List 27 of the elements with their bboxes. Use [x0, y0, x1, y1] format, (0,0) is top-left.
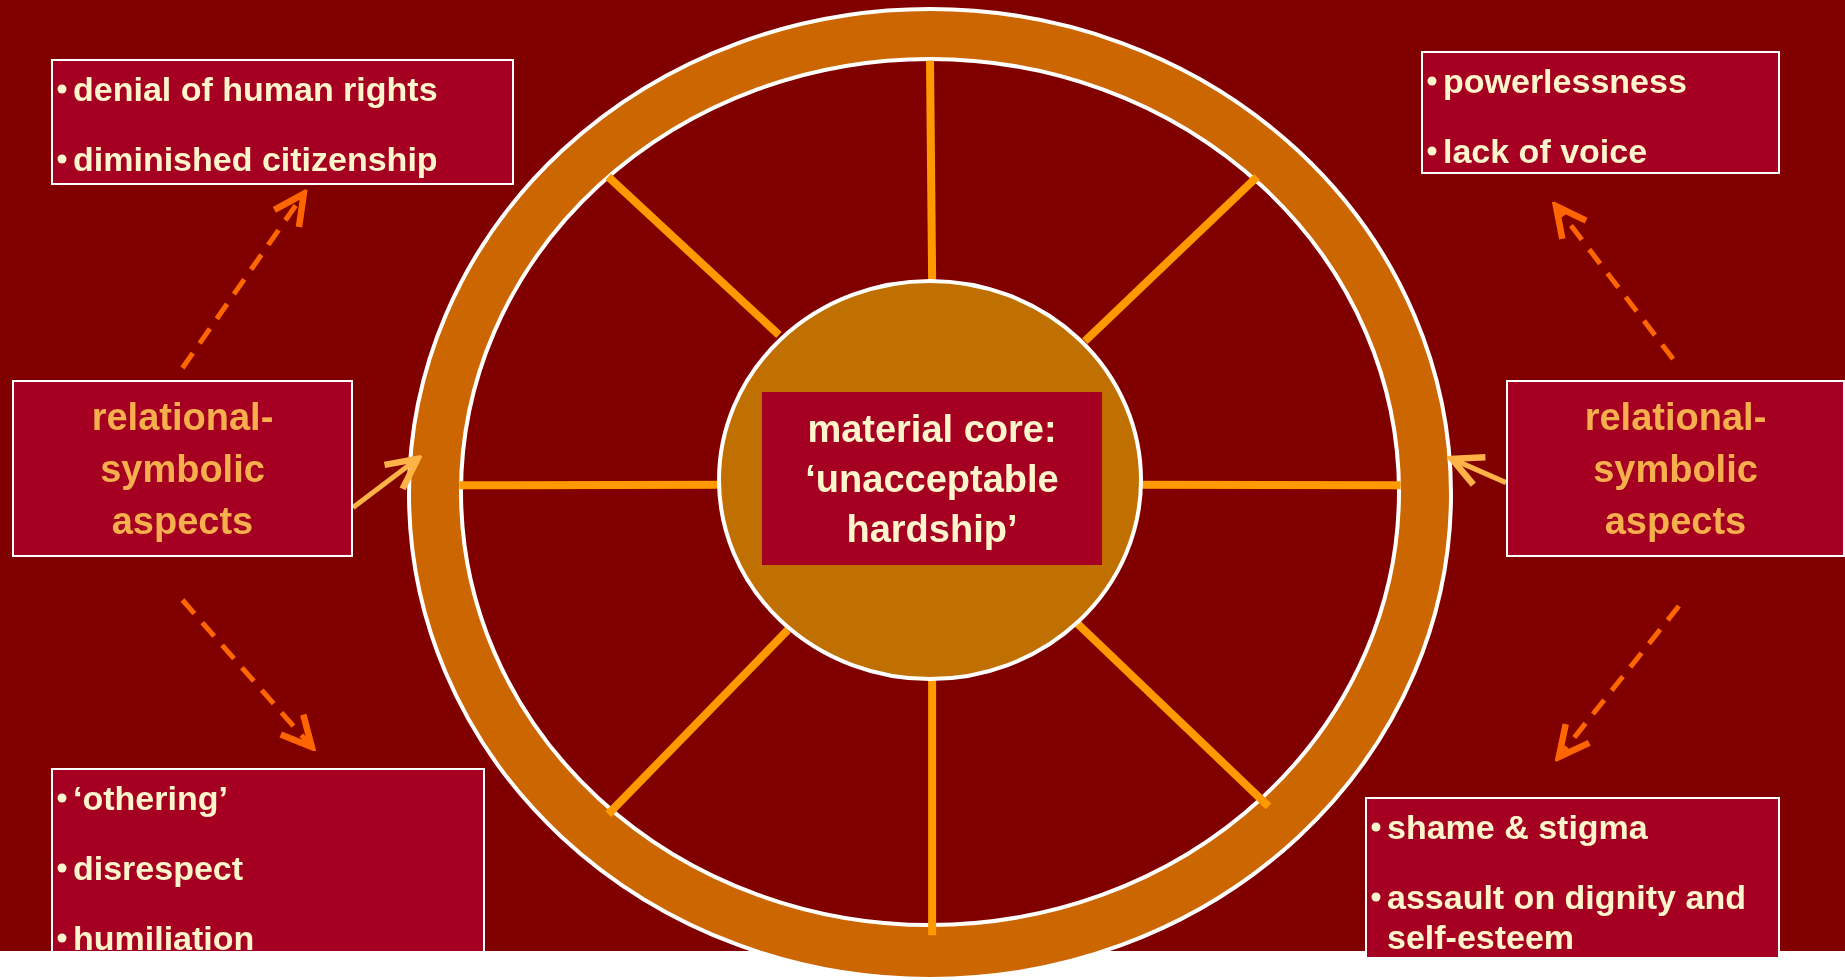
- arrow: [1555, 604, 1681, 761]
- aspect-label: relational-symbolic aspects: [12, 380, 353, 557]
- wheel-spoke: [459, 480, 720, 490]
- arrow: [180, 190, 308, 370]
- arrow: [180, 598, 316, 751]
- bullet-item: lack of voice: [1423, 123, 1778, 171]
- arrow: [351, 455, 421, 510]
- bullet-item: humiliation: [53, 910, 483, 958]
- wheel-spoke: [1082, 173, 1260, 344]
- core-circle: [716, 278, 1144, 682]
- core-label: material core: ‘unacceptable hardship’: [762, 392, 1102, 565]
- bullet-item: powerlessness: [1423, 53, 1778, 101]
- bullet-list-box: [51, 59, 514, 185]
- bullet-item: shame & stigma: [1367, 799, 1778, 847]
- bullet-item: diminished citizenship: [53, 131, 512, 179]
- bullet-item: disrespect: [53, 840, 483, 888]
- wheel-spoke: [605, 627, 791, 817]
- arrow: [1552, 202, 1676, 361]
- bullet-item: denial of human rights: [53, 61, 512, 109]
- bullet-list-box: [1421, 51, 1780, 174]
- bullet-list-box: [1365, 797, 1780, 959]
- arrow: [1448, 453, 1507, 488]
- bullet-item: assault on dignity and self-esteem: [1367, 869, 1778, 957]
- aspect-label: relational-symbolic aspects: [1506, 380, 1845, 557]
- bullet-list-box: [51, 768, 485, 953]
- bullet-item: ‘othering’: [53, 770, 483, 818]
- wheel-spoke: [605, 173, 782, 338]
